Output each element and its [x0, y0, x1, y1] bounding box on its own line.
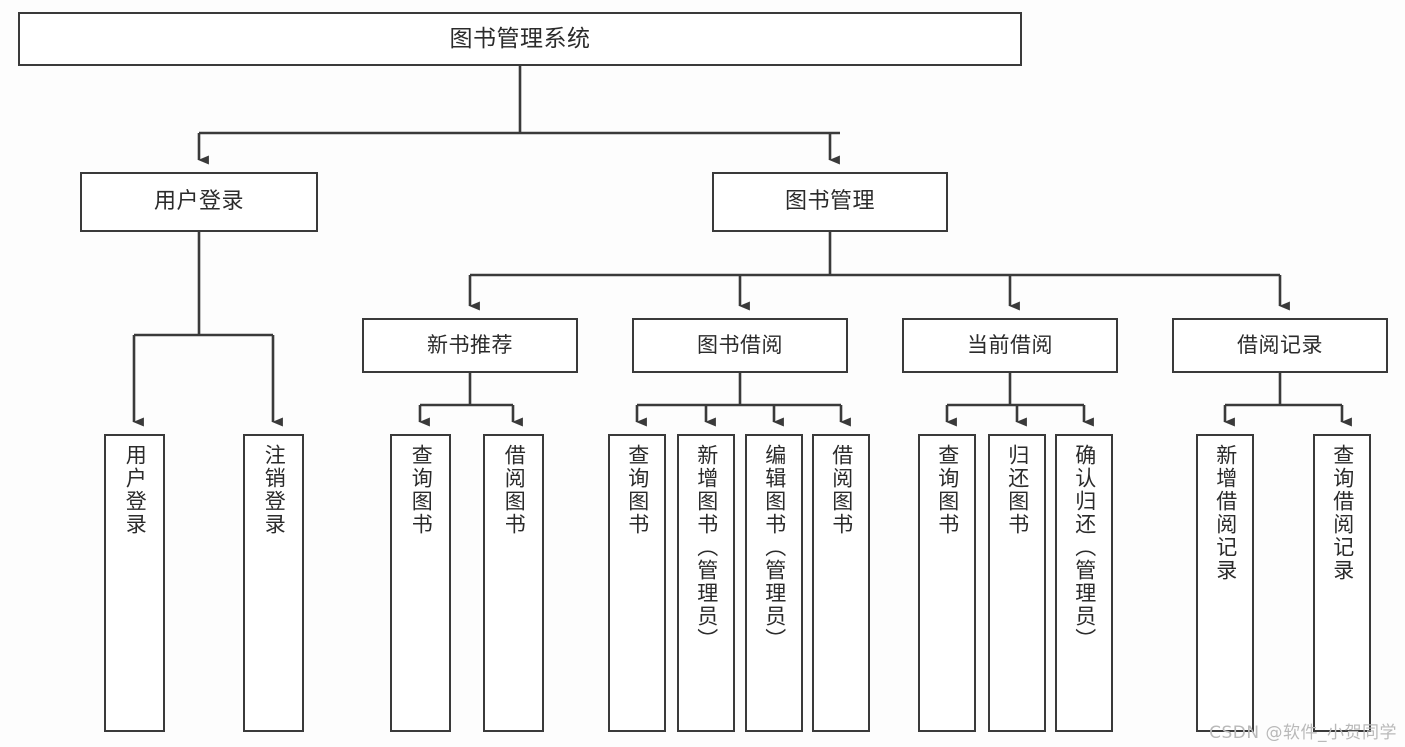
node-root[interactable]: 图书管理系统 [18, 12, 1022, 66]
leaf-add-borrow-record[interactable]: 新增借阅记录 [1196, 434, 1254, 732]
leaf-return-book[interactable]: 归还图书 [988, 434, 1046, 732]
leaf-borrow-book-recommend-label: 借阅图书 [502, 444, 527, 536]
leaf-borrow-book[interactable]: 借阅图书 [812, 434, 870, 732]
leaf-confirm-return-label: 确认归还（管理员） [1072, 444, 1097, 651]
node-book-borrow-label: 图书借阅 [697, 333, 783, 358]
node-book-borrow[interactable]: 图书借阅 [632, 318, 848, 373]
node-current-borrow-label: 当前借阅 [967, 333, 1053, 358]
leaf-logout-label: 注销登录 [262, 444, 287, 536]
node-borrow-record[interactable]: 借阅记录 [1172, 318, 1388, 373]
watermark: CSDN @软件_小贺同学 [1209, 723, 1397, 743]
leaf-query-book-recommend-label: 查询图书 [409, 444, 434, 536]
node-user-login[interactable]: 用户登录 [80, 172, 318, 232]
leaf-add-borrow-record-label: 新增借阅记录 [1213, 444, 1238, 582]
node-new-book-rec-label: 新书推荐 [427, 333, 513, 358]
node-user-login-label: 用户登录 [153, 189, 244, 215]
leaf-return-book-label: 归还图书 [1005, 444, 1030, 536]
leaf-edit-book-label: 编辑图书（管理员） [762, 444, 787, 651]
leaf-query-book-current[interactable]: 查询图书 [918, 434, 976, 732]
node-borrow-record-label: 借阅记录 [1237, 333, 1323, 358]
node-book-manage[interactable]: 图书管理 [712, 172, 948, 232]
leaf-query-book-borrow-label: 查询图书 [625, 444, 650, 536]
leaf-borrow-book-recommend[interactable]: 借阅图书 [483, 434, 544, 732]
leaf-borrow-book-label: 借阅图书 [829, 444, 854, 536]
leaf-query-book-recommend[interactable]: 查询图书 [390, 434, 451, 732]
leaf-user-login-label: 用户登录 [123, 444, 148, 536]
leaf-edit-book[interactable]: 编辑图书（管理员） [745, 434, 803, 732]
node-book-manage-label: 图书管理 [784, 189, 875, 215]
leaf-add-book-label: 新增图书（管理员） [694, 444, 719, 651]
leaf-logout[interactable]: 注销登录 [243, 434, 304, 732]
node-new-book-rec[interactable]: 新书推荐 [362, 318, 578, 373]
leaf-query-borrow-record-label: 查询借阅记录 [1330, 444, 1355, 582]
node-current-borrow[interactable]: 当前借阅 [902, 318, 1118, 373]
leaf-user-login[interactable]: 用户登录 [104, 434, 165, 732]
leaf-query-borrow-record[interactable]: 查询借阅记录 [1313, 434, 1371, 732]
leaf-query-book-borrow[interactable]: 查询图书 [608, 434, 666, 732]
leaf-add-book[interactable]: 新增图书（管理员） [677, 434, 735, 732]
leaf-query-book-current-label: 查询图书 [935, 444, 960, 536]
node-root-label: 图书管理系统 [449, 25, 591, 52]
leaf-confirm-return[interactable]: 确认归还（管理员） [1055, 434, 1113, 732]
